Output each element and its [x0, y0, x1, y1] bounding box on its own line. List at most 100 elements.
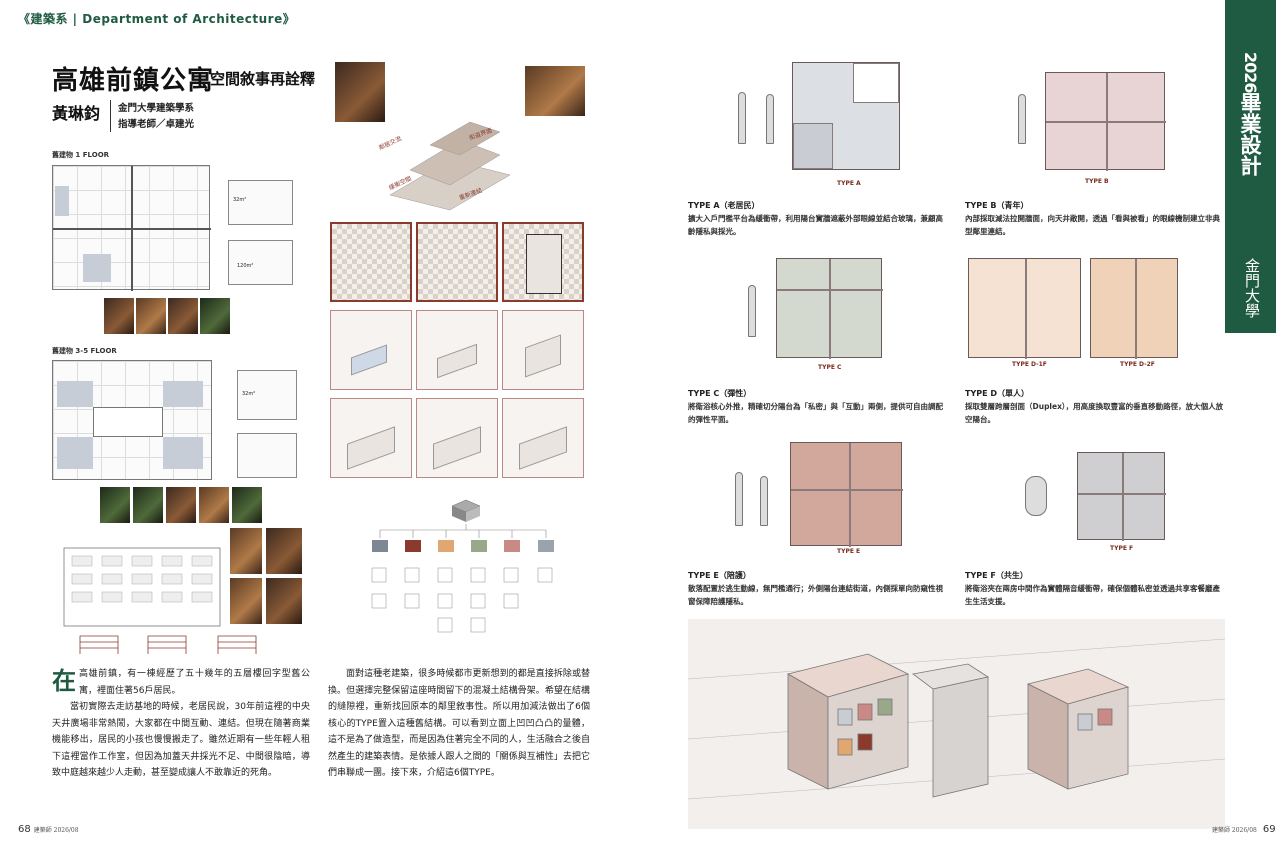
school-name: 金門大學建築學系	[118, 103, 195, 114]
figure-type-b-1	[1018, 94, 1026, 144]
floor-3-5-photo-4	[199, 487, 229, 523]
type-e-plan	[790, 442, 903, 547]
type-f-heading: TYPE F（共生）	[965, 571, 1028, 580]
floor-1-photo-1	[104, 298, 134, 334]
left-magazine-name: 建築師 2026/08	[33, 827, 79, 834]
type-b-plan-label: TYPE B	[1085, 178, 1109, 185]
exploded-axonometric-render	[688, 619, 1225, 829]
type-e-description: 散落配置於逃生動線，無門檻通行；外側陽台連結街道，內側採單向防窺性視窗保障陪護隱…	[688, 584, 943, 606]
type-a-heading: TYPE A（老居民）	[688, 201, 760, 210]
iso-diagram-3	[502, 310, 584, 390]
type-d-2f-plan	[1090, 258, 1178, 359]
figure-type-c-1	[748, 285, 756, 337]
section-tag: 《建築系 | Department of Architecture》	[18, 12, 296, 26]
svg-text:鄰居交流: 鄰居交流	[377, 134, 402, 151]
article-subtitle: 空間敘事再詮釋	[210, 70, 316, 88]
floor-1-unit-diagram: 32m²	[228, 180, 293, 225]
type-e-plan-label: TYPE E	[837, 548, 861, 555]
iso-diagram-1	[330, 310, 412, 390]
block-area-label: 120m²	[237, 263, 254, 269]
side-banner: 2026 畢業設計 金門大學	[1225, 0, 1276, 333]
body-para-2: 當初實際去走訪基地的時候，老居民說，30年前這裡的中央天井廣場非常熱鬧，大家都在…	[52, 702, 310, 778]
floor-3-5-unit-diagram: 32m²	[237, 370, 297, 420]
type-d-2f-label: TYPE D-2F	[1120, 361, 1155, 368]
floor-1-photo-3	[168, 298, 198, 334]
type-a-plan	[792, 62, 900, 170]
type-b-plan	[1045, 72, 1166, 171]
figure-type-a-1	[738, 92, 746, 144]
urban-map-3	[502, 222, 584, 302]
type-a-plan-label: TYPE A	[837, 180, 861, 187]
type-c-plan-label: TYPE C	[818, 364, 842, 371]
author-school: 金門大學建築學系 指導老師／卓建光	[118, 101, 194, 133]
floor-3-5-photo-1	[100, 487, 130, 523]
type-c-description: 將衛浴核心外推，精確切分陽台為「私密」與「互動」兩側，提供可自由調配的彈性平面。	[688, 402, 943, 424]
urban-map-2	[416, 222, 498, 302]
right-page-number: 69	[1262, 824, 1276, 835]
floor-3-5-block-diagram	[237, 433, 297, 478]
right-folio: 建築師 2026/08 69	[1212, 824, 1276, 835]
article-title: 高雄前鎮公寓	[52, 66, 215, 96]
floor-1-plan	[52, 165, 211, 291]
figure-type-f-1	[1025, 476, 1047, 516]
side-year-text: 2026	[1241, 52, 1260, 93]
advisor-name: 指導老師／卓建光	[118, 119, 195, 130]
type-c-heading: TYPE C（彈性）	[688, 389, 752, 398]
site-photo-collage-1	[335, 62, 385, 122]
iso-diagram-2	[416, 310, 498, 390]
unit-area-label-2: 32m²	[242, 391, 256, 397]
iso-diagram-5	[416, 398, 498, 478]
figure-type-a-2	[766, 94, 774, 144]
urban-map-1	[330, 222, 412, 302]
body-column-1: 在 高雄前鎮，有一棟經歷了五十幾年的五層樓回字型舊公寓，裡面住著56戶居民。 當…	[52, 666, 310, 782]
floor-3-5-label: 舊建物 3-5 FLOOR	[52, 347, 117, 355]
floor-1-label: 舊建物 1 FLOOR	[52, 151, 110, 159]
left-page-number: 68	[18, 824, 31, 835]
type-f-description: 將衛浴夾在兩房中間作為實體隔音緩衝帶，確保個體私密並透過共享客餐廳產生生活支援。	[965, 584, 1220, 606]
section-diagrams	[78, 632, 278, 656]
building-elevation	[62, 538, 222, 628]
drop-cap: 在	[52, 667, 76, 695]
body-para-1: 高雄前鎮，有一棟經歷了五十幾年的五層樓回字型舊公寓，裡面住著56戶居民。	[79, 669, 310, 696]
type-d-1f-plan	[968, 258, 1081, 359]
floor-3-5-photo-3	[166, 487, 196, 523]
author-name: 黃琳鈞	[52, 104, 101, 123]
type-f-plan	[1077, 452, 1166, 541]
floor-3-5-photo-2	[133, 487, 163, 523]
elevation-photo-4	[266, 578, 302, 624]
elevation-photo-3	[230, 578, 262, 624]
unit-area-label: 32m²	[233, 197, 247, 203]
iso-diagram-6	[502, 398, 584, 478]
body-column-2: 面對這種老建築，很多時候都市更新想到的都是直接拆除或替換。但選擇完整保留這座時間…	[328, 666, 590, 782]
type-f-plan-label: TYPE F	[1110, 545, 1134, 552]
type-c-plan	[776, 258, 883, 359]
type-d-description: 採取雙層跨層剖面（Duplex），用高度換取豐富的垂直移動路徑，放大個人放空陽台…	[965, 402, 1224, 424]
type-d-1f-label: TYPE D-1F	[1012, 361, 1047, 368]
floor-1-photo-4	[200, 298, 230, 334]
right-magazine-name: 建築師 2026/08	[1212, 827, 1257, 834]
body-para-3: 面對這種老建築，很多時候都市更新想到的都是直接拆除或替換。但選擇完整保留這座時間…	[328, 669, 590, 778]
author-divider	[110, 100, 111, 132]
type-a-description: 擴大入戶門檻平台為緩衝帶，利用陽台實牆遮蔽外部眼線並結合玻璃，兼顧高齡隱私與採光…	[688, 214, 943, 236]
iso-diagram-4	[330, 398, 412, 478]
floor-3-5-plan	[52, 360, 212, 480]
street-isometric-diagram: 鄰居交流 街道界面 緩衝空間 重新連結	[370, 100, 540, 215]
side-school: 金門大學	[1243, 258, 1261, 318]
figure-type-e-1	[735, 472, 743, 526]
elevation-photo-1	[230, 528, 262, 574]
side-year: 2026	[1225, 52, 1276, 93]
type-b-description: 內部採取減法拉開牆面，向天井敞開，透過「看與被看」的眼線機制建立非典型鄰里連結。	[965, 214, 1220, 236]
side-graduation: 畢業設計	[1238, 92, 1262, 176]
floor-1-block-diagram: 120m²	[228, 240, 293, 285]
type-b-heading: TYPE B（青年）	[965, 201, 1029, 210]
elevation-photo-2	[266, 528, 302, 574]
floor-1-photo-2	[136, 298, 166, 334]
site-photo-collage-2	[525, 66, 585, 116]
type-e-heading: TYPE E（陪護）	[688, 571, 751, 580]
type-tree-diagram	[360, 498, 560, 648]
floor-3-5-photo-5	[232, 487, 262, 523]
figure-type-e-2	[760, 476, 768, 526]
type-d-heading: TYPE D（單人）	[965, 389, 1030, 398]
